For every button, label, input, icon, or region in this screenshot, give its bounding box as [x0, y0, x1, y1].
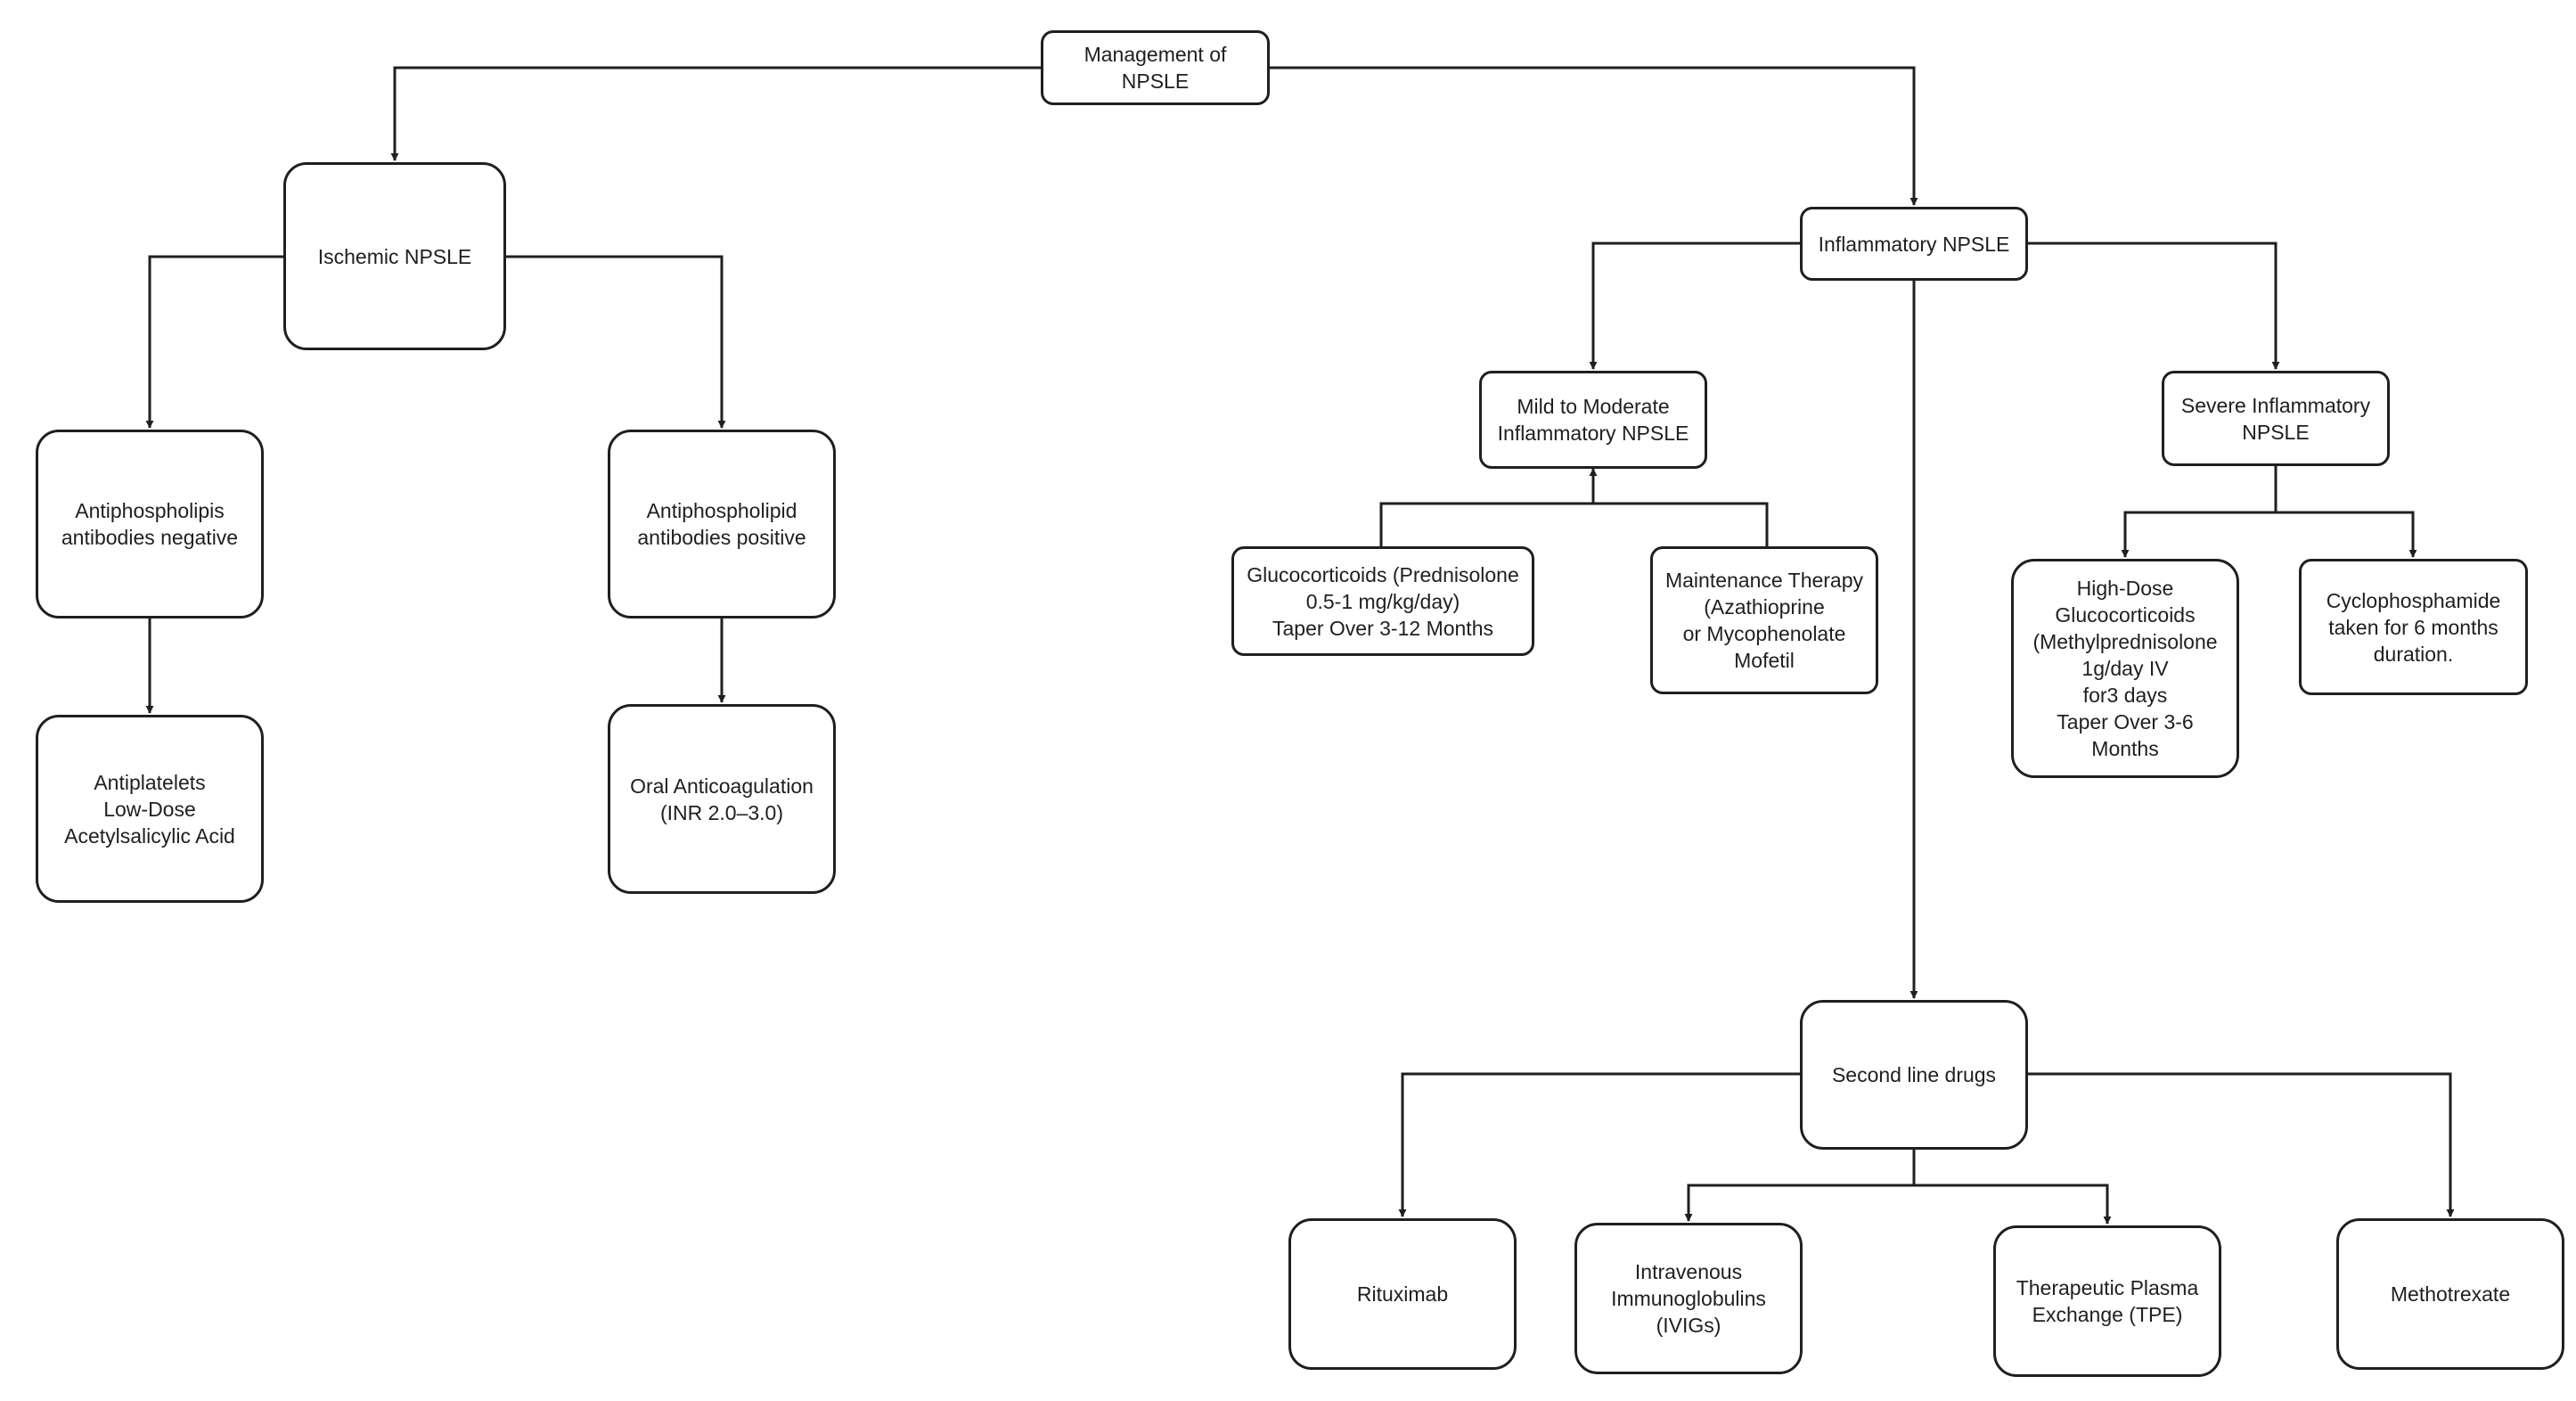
edge-second-line-to-tpe	[1914, 1184, 2112, 1225]
edge-root-to-ischemic	[390, 66, 1041, 161]
node-antiplatelets: Antiplatelets Low-Dose Acetylsalicylic A…	[36, 715, 264, 903]
node-cyclophosphamide: Cyclophosphamide taken for 6 months dura…	[2299, 559, 2528, 695]
node-ischemic-npsle: Ischemic NPSLE	[283, 162, 506, 350]
edge-inflammatory-to-severe	[2028, 242, 2280, 370]
node-therapeutic-plasma-exchange: Therapeutic Plasma Exchange (TPE)	[1993, 1225, 2221, 1377]
node-management-of-npsle: Management of NPSLE	[1041, 30, 1270, 105]
node-mild-to-moderate: Mild to Moderate Inflammatory NPSLE	[1479, 371, 1707, 469]
edge-glucocorticoids-to-mild	[1379, 469, 1769, 546]
edge-second-line-to-rituximab	[1398, 1072, 1800, 1217]
edge-ischemic-to-apl-positive	[506, 255, 726, 429]
node-oral-anticoagulation: Oral Anticoagulation (INR 2.0–3.0)	[608, 704, 836, 894]
node-methotrexate: Methotrexate	[2336, 1218, 2564, 1370]
edge-root-to-inflammatory	[1270, 66, 1918, 206]
edge-second-line-to-ivig	[1684, 1150, 1916, 1222]
node-glucocorticoids: Glucocorticoids (Prednisolone 0.5-1 mg/k…	[1231, 546, 1534, 656]
node-antiphospholipid-negative: Antiphospholipis antibodies negative	[36, 430, 264, 619]
edge-inflammatory-to-mild	[1589, 242, 1800, 370]
node-second-line-drugs: Second line drugs	[1800, 1000, 2028, 1150]
node-maintenance-therapy: Maintenance Therapy (Azathioprine or Myc…	[1650, 546, 1878, 694]
edge-ischemic-to-apl-negative	[145, 255, 283, 429]
node-severe-inflammatory: Severe Inflammatory NPSLE	[2162, 371, 2390, 466]
node-inflammatory-npsle: Inflammatory NPSLE	[1800, 207, 2028, 281]
node-high-dose-glucocorticoids: High-Dose Glucocorticoids (Methylprednis…	[2011, 559, 2239, 778]
node-rituximab: Rituximab	[1288, 1218, 1517, 1370]
edge-severe-to-high-dose	[2121, 466, 2278, 558]
node-ivig: Intravenous Immunoglobulins (IVIGs)	[1574, 1223, 1803, 1374]
edge-second-line-to-methotrexate	[2028, 1072, 2455, 1217]
node-antiphospholipid-positive: Antiphospholipid antibodies positive	[608, 430, 836, 619]
edge-severe-to-cyclophosphamide	[2276, 511, 2417, 558]
